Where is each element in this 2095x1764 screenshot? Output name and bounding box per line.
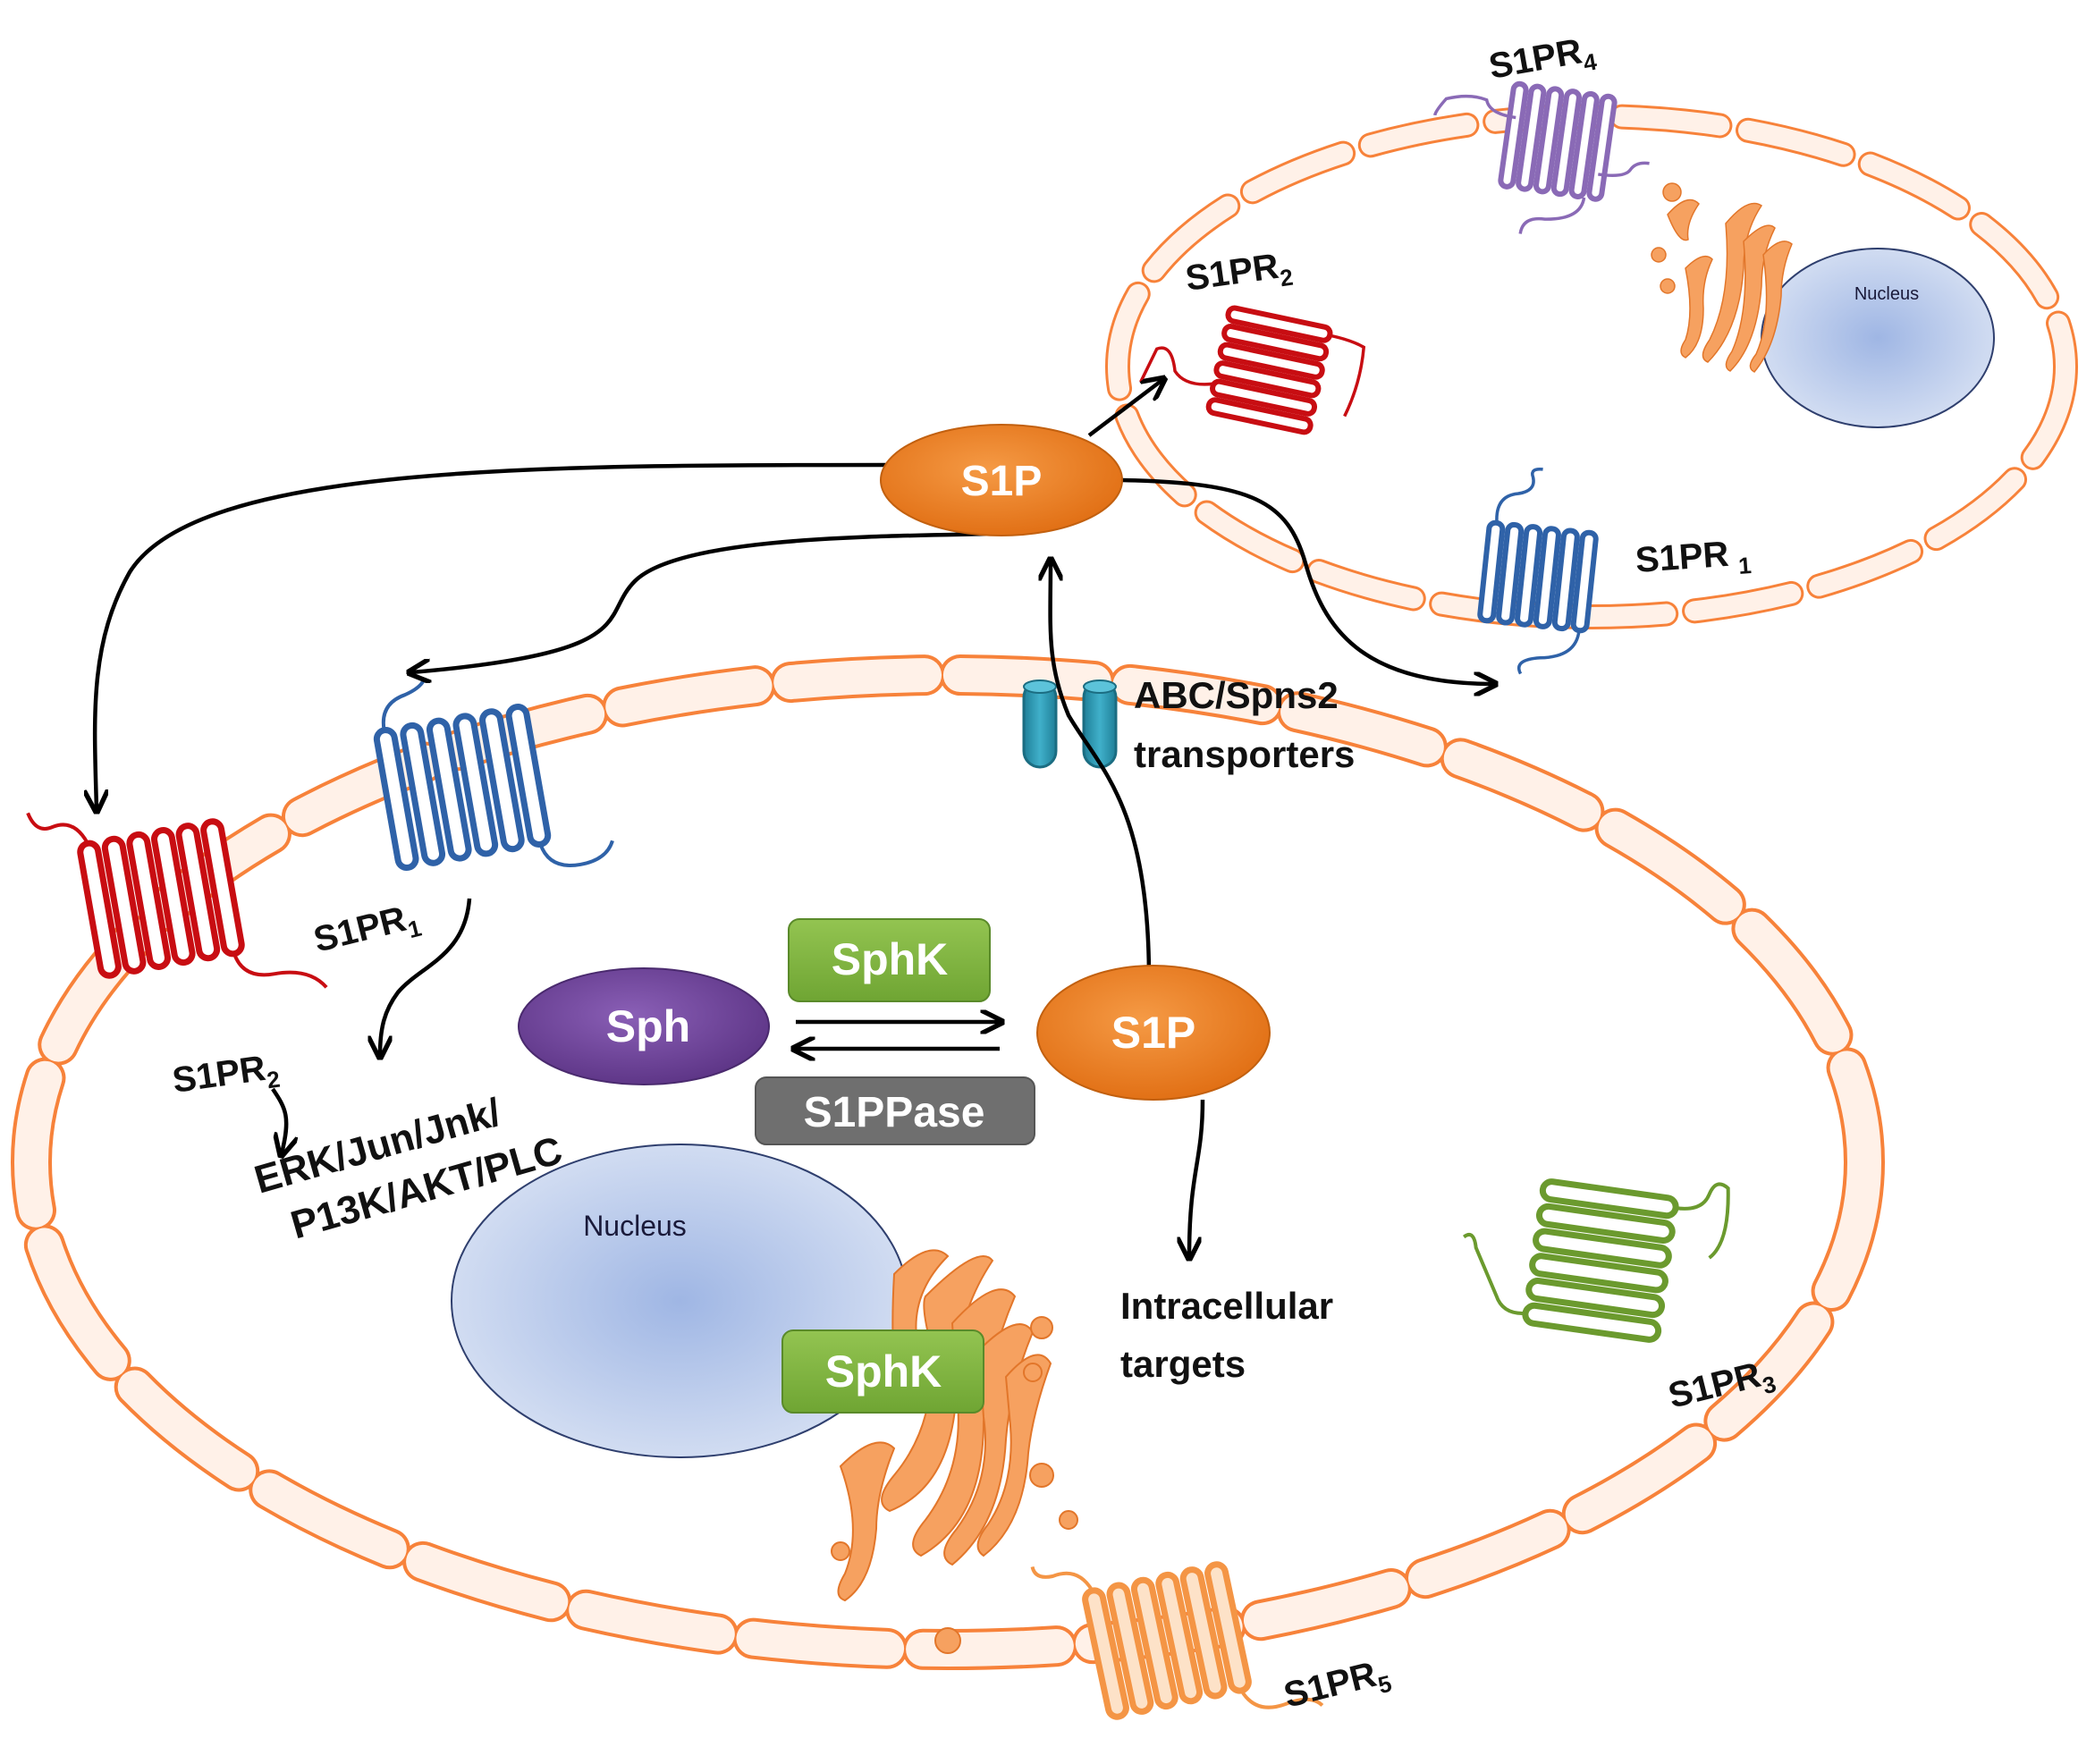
intracellular-targets-line1: Intracellular <box>1120 1285 1333 1327</box>
receptor-lower-s1pr2 <box>26 812 328 989</box>
nucleus-upper <box>1761 248 1995 428</box>
golgi-upper <box>1651 182 1793 373</box>
receptor-upper-s1pr2 <box>1139 305 1366 435</box>
abc-spns2-transporter <box>1022 679 1118 769</box>
pathway-arrows <box>95 380 1493 1256</box>
svg-text:Sph: Sph <box>606 1001 690 1051</box>
s1p-intracellular: S1P <box>1036 965 1271 1101</box>
label-lower-s1pr2: S1PR2 <box>170 1047 282 1107</box>
svg-text:S1PPase: S1PPase <box>804 1089 985 1136</box>
sphk-enzyme: SphK <box>788 918 991 1002</box>
label-upper-s1pr4: S1PR4 <box>1486 30 1600 93</box>
s1p-extracellular: S1P <box>880 424 1123 536</box>
svg-text:S1P: S1P <box>1111 1008 1196 1058</box>
receptor-lower-s1pr1 <box>373 677 614 872</box>
transporters-label-line2: transporters <box>1134 733 1355 775</box>
sphk-nucleus: SphK <box>781 1329 984 1414</box>
receptor-lower-s1pr5 <box>1030 1561 1324 1720</box>
label-lower-s1pr5: S1PR5 <box>1280 1651 1395 1721</box>
sph: Sph <box>518 967 770 1085</box>
nucleus-upper-label: Nucleus <box>1854 284 1919 304</box>
label-upper-s1pr2: S1PR2 <box>1183 245 1295 305</box>
svg-text:S1P: S1P <box>961 458 1043 505</box>
svg-text:SphK: SphK <box>825 1346 942 1397</box>
s1ppase-enzyme: S1PPase <box>755 1076 1035 1145</box>
receptor-upper-s1pr1 <box>1477 467 1599 675</box>
label-lower-s1pr1: S1PR1 <box>310 896 425 966</box>
svg-text:SphK: SphK <box>832 934 949 984</box>
receptor-upper-s1pr4 <box>1433 80 1650 234</box>
transporters-label-line1: ABC/Spns2 <box>1134 674 1339 716</box>
intracellular-targets-line2: targets <box>1120 1343 1246 1385</box>
receptor-lower-s1pr3 <box>1463 1178 1730 1343</box>
nucleus-lower-label: Nucleus <box>583 1210 687 1242</box>
